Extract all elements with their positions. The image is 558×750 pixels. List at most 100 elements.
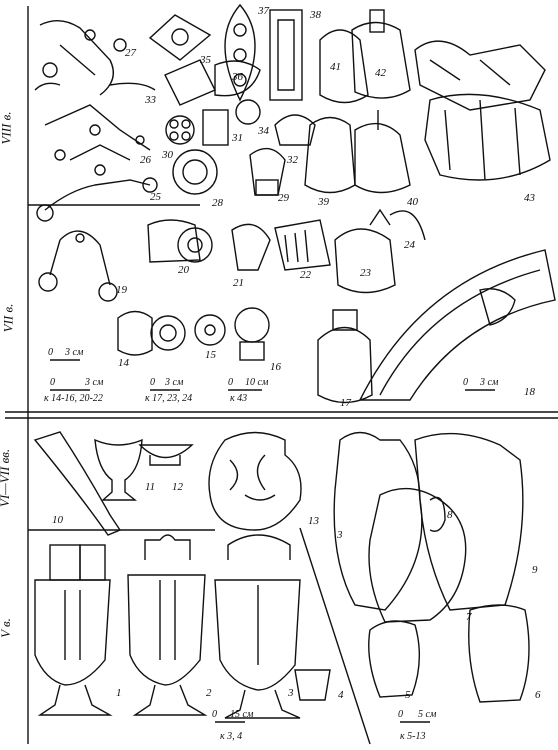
scale-zero: 0 xyxy=(463,377,468,388)
fig-num: 8 xyxy=(447,509,453,521)
fig-num: 34 xyxy=(258,125,269,137)
plaque-22 xyxy=(274,219,331,271)
fig-num: 28 xyxy=(212,197,223,209)
plaque-35 xyxy=(148,14,212,61)
plaque-20b xyxy=(177,227,213,263)
scale-zero: 0 xyxy=(48,347,53,358)
fig-num: 3 xyxy=(337,529,343,541)
fig-num: 24 xyxy=(404,239,415,251)
plaque-38 xyxy=(269,9,303,101)
fig-num: 5 xyxy=(405,689,411,701)
plaque-31 xyxy=(202,109,229,146)
fig-num: 7 xyxy=(466,611,472,623)
stirrup-40 xyxy=(354,122,411,194)
fig-num: 13 xyxy=(308,515,319,527)
bridle-25 xyxy=(36,164,158,222)
fig-num: 15 xyxy=(205,349,216,361)
pot-5 xyxy=(368,620,421,698)
flask-13 xyxy=(208,431,302,531)
plaque-36 xyxy=(214,60,261,97)
plaque-21 xyxy=(231,223,271,271)
jug-9 xyxy=(414,432,524,611)
bridle-19 xyxy=(38,230,118,302)
fig-num: 23 xyxy=(360,267,371,279)
period-label-8: VIII в. xyxy=(0,111,14,145)
fig-num: 14 xyxy=(118,357,129,369)
scale-zero: 0 xyxy=(398,709,403,720)
fig-num: 32 xyxy=(287,154,298,166)
scale-zero: 0 xyxy=(50,377,55,388)
fig-num: 16 xyxy=(270,361,281,373)
scale-value: 3 см xyxy=(85,377,104,388)
fig-num: 4 xyxy=(338,689,344,701)
plaque-33 xyxy=(164,59,216,106)
fig-num: 9 xyxy=(532,564,538,576)
vessel-1 xyxy=(34,544,113,716)
divider-diagonal xyxy=(299,527,371,745)
bridle-27 xyxy=(34,20,156,96)
saddle-part xyxy=(414,40,546,111)
scale-ref: к 5-13 xyxy=(400,731,426,742)
scale-ref: к 3, 4 xyxy=(220,731,243,742)
period-label-7: VII в. xyxy=(0,303,16,333)
fig-num: 1 xyxy=(116,687,122,699)
fig-num: 2 xyxy=(206,687,212,699)
scale-value: 10 см xyxy=(245,377,269,388)
plaque-16 xyxy=(234,307,270,343)
fig-num: 10 xyxy=(52,514,63,526)
fig-num: 42 xyxy=(375,67,386,79)
fig-num: 30 xyxy=(162,149,173,161)
scale-value: 3 см xyxy=(480,377,499,388)
scale-ref: к 43 xyxy=(230,393,248,404)
plaque-15 xyxy=(194,314,226,346)
scale-value: 5 см xyxy=(418,709,437,720)
fig-num: 37 xyxy=(258,5,269,17)
fig-num: 20 xyxy=(178,264,189,276)
fig-num: 36 xyxy=(232,71,243,83)
fig-num: 43 xyxy=(524,192,535,204)
fig-num: 31 xyxy=(232,132,243,144)
fig-num: 39 xyxy=(318,196,329,208)
fig-num: 18 xyxy=(524,386,535,398)
plaque-34 xyxy=(235,99,261,125)
fig-num: 17 xyxy=(340,397,351,409)
bowl-12 xyxy=(138,444,194,466)
fig-num: 26 xyxy=(140,154,151,166)
fig-num: 41 xyxy=(330,61,341,73)
fig-num: 33 xyxy=(145,94,156,106)
fig-num: 38 xyxy=(310,9,321,21)
pot-6 xyxy=(468,604,530,703)
plaque-30 xyxy=(165,115,195,145)
fig-num: 19 xyxy=(116,284,127,296)
scale-value: 3 см xyxy=(165,377,184,388)
fig-num: 29 xyxy=(278,192,289,204)
vessel-3 xyxy=(214,534,301,719)
scale-zero: 0 xyxy=(150,377,155,388)
fig-num: 3 xyxy=(288,687,294,699)
vessel-4 xyxy=(294,669,331,701)
fig-num: 22 xyxy=(300,269,311,281)
bridle-26 xyxy=(44,104,151,161)
fig-num: 12 xyxy=(172,481,183,493)
scale-zero: 0 xyxy=(228,377,233,388)
scale-value: 3 см xyxy=(65,347,84,358)
goblet-11 xyxy=(94,438,143,501)
scale-ref: к 14-16, 20-22 xyxy=(44,393,103,404)
saddle-arch-18 xyxy=(358,249,556,401)
period-label-6-7: VI—VII вв. xyxy=(0,448,13,508)
button-28 xyxy=(172,149,218,195)
stirrup-24 xyxy=(389,210,426,241)
fig-num: 27 xyxy=(125,47,136,59)
jug-7 xyxy=(368,487,467,623)
period-label-5: V в. xyxy=(0,618,13,638)
fig-num: 35 xyxy=(200,54,211,66)
fig-num: 25 xyxy=(150,191,161,203)
plaque-37 xyxy=(224,3,256,102)
stirrup-39 xyxy=(304,116,356,194)
fig-num: 6 xyxy=(535,689,541,701)
fig-num: 40 xyxy=(407,196,418,208)
plaque-20a xyxy=(147,219,201,263)
stirrup-42 xyxy=(351,21,411,99)
